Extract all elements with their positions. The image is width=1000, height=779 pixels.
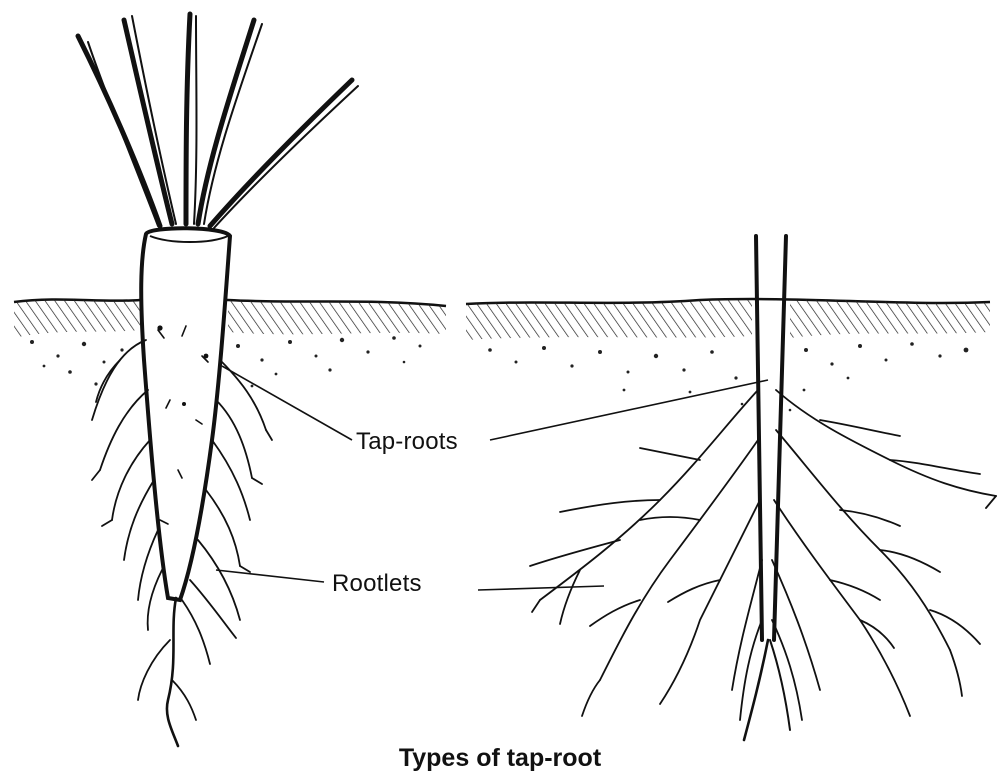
figure-caption: Types of tap-root bbox=[0, 744, 1000, 773]
left-tap-root bbox=[141, 228, 230, 746]
right-soil bbox=[466, 299, 990, 411]
tap-roots-label: Tap-roots bbox=[356, 428, 458, 456]
left-soil bbox=[14, 299, 446, 387]
left-plant-leaves bbox=[78, 14, 358, 228]
right-rootlets bbox=[530, 390, 996, 720]
rootlets-label: Rootlets bbox=[332, 570, 422, 598]
leader-lines bbox=[216, 366, 768, 590]
